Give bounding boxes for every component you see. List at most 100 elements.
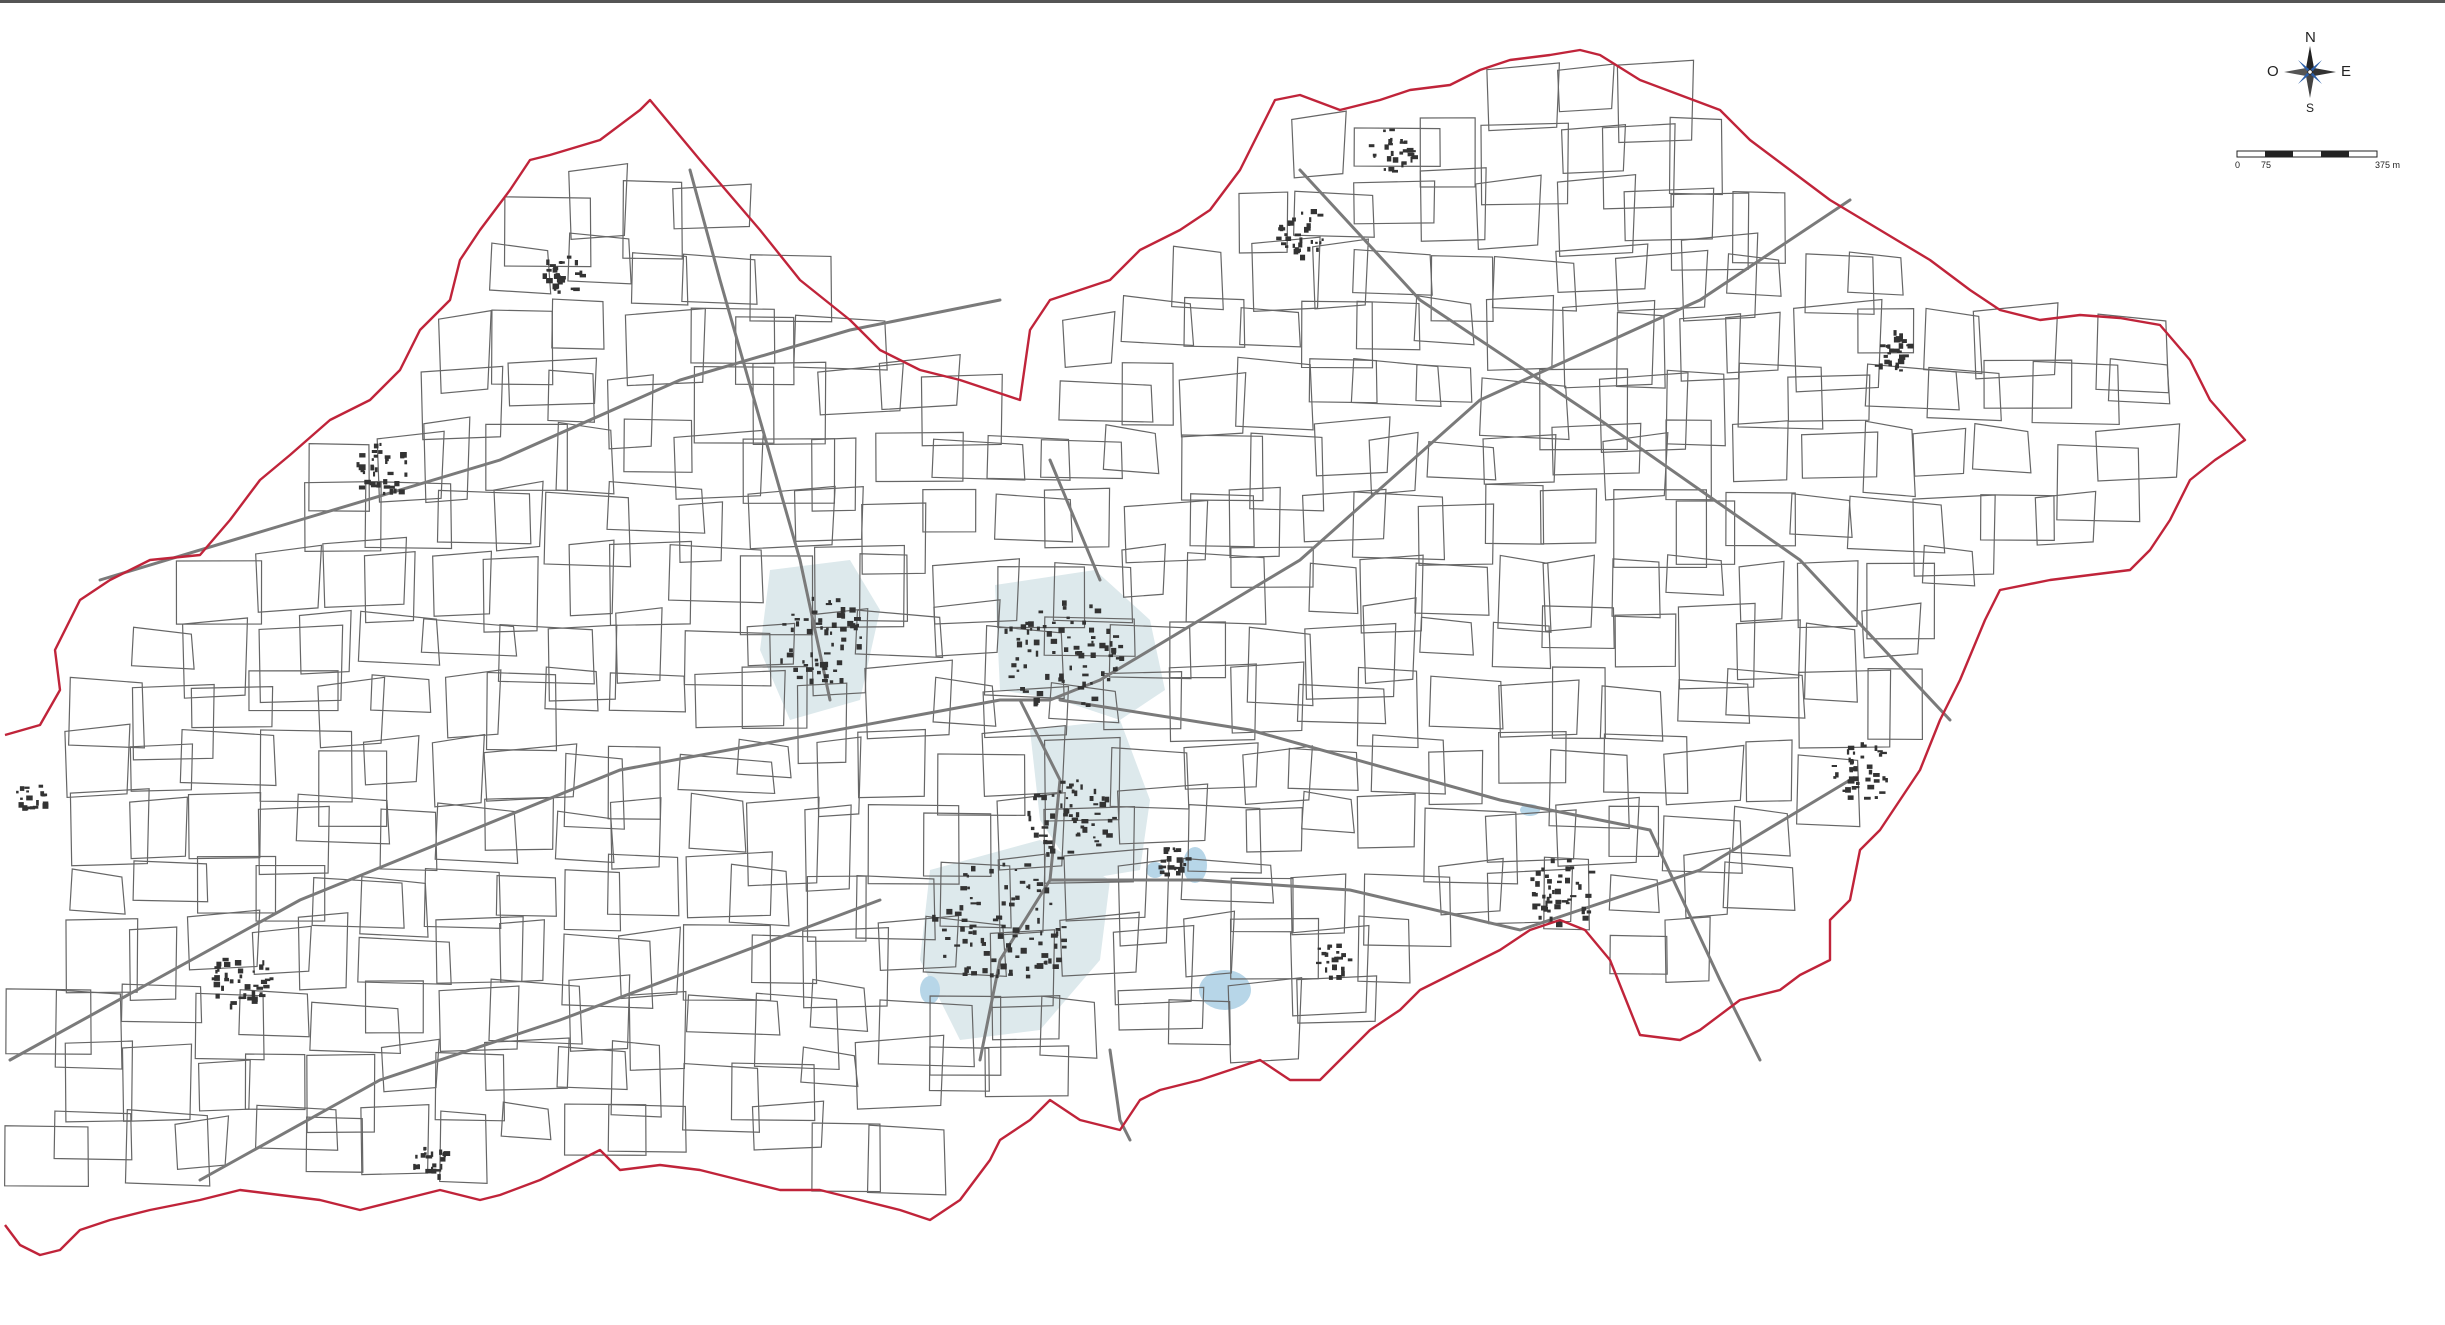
building [1874,745,1878,751]
building [1024,863,1032,867]
building [1855,786,1860,789]
field-parcel [1430,255,1494,323]
building [414,1164,420,1170]
field-parcel [1290,873,1347,936]
building [1874,364,1882,367]
field-parcel [1063,847,1149,922]
building [394,481,400,487]
building [1893,330,1897,336]
field-parcel [483,743,578,802]
building [1401,161,1407,165]
building [1060,803,1063,809]
field-parcel [811,1122,881,1193]
field-parcel [547,624,618,702]
field-parcel [1183,910,1236,978]
building [1081,702,1086,705]
field-parcel [2056,444,2141,523]
building [1044,820,1049,826]
building [393,488,397,494]
building [1407,152,1415,157]
building [969,897,973,900]
building [1893,349,1900,353]
building [252,970,255,973]
building [1851,786,1857,790]
building [1315,241,1318,244]
building [810,652,813,658]
building [1532,903,1538,910]
field-parcel [364,980,424,1034]
building [1368,144,1375,148]
field-parcel [877,915,960,972]
building [1091,823,1095,826]
building [972,930,977,935]
building [1011,897,1016,901]
building [1051,794,1055,797]
building [1074,790,1078,797]
building [1115,657,1120,660]
field-parcel [190,685,274,729]
building [1006,943,1011,948]
field-parcel [1301,488,1387,543]
scale-mid-label: 75 [2261,160,2272,170]
building [1565,902,1570,905]
building [1033,796,1037,801]
field-parcel [1787,374,1871,422]
field-parcel [997,853,1046,936]
building [425,1168,432,1174]
building [819,661,827,668]
field-parcel [1039,995,1098,1059]
field-parcel [488,242,552,295]
building [1043,961,1047,964]
building [1111,651,1116,655]
building [1565,877,1570,884]
building [1329,944,1333,948]
building [558,261,565,264]
building [1038,610,1044,614]
building [1025,924,1030,930]
building [1847,745,1855,751]
field-parcel [1362,597,1417,685]
building [1390,150,1394,156]
field-parcel [2107,358,2171,405]
field-parcel [1052,562,1134,624]
field-parcel [488,978,583,1045]
building [440,1163,443,1170]
field-parcel [811,437,857,512]
field-parcel [1189,493,1255,548]
building [853,624,858,631]
field-parcel [1289,924,1370,1017]
building [370,484,377,488]
field-parcel [1665,554,1725,596]
building [1885,778,1888,783]
building [1041,794,1047,801]
building [1373,155,1376,158]
field-parcel [1923,307,1983,375]
building [239,974,243,979]
building [579,270,583,276]
field-parcel [1972,302,2059,380]
building [830,631,833,635]
field-parcel [753,992,840,1071]
building [1046,852,1050,857]
building [1403,140,1408,144]
field-parcel [485,671,558,752]
building [224,977,229,982]
field-parcel [1357,915,1411,984]
building [1025,639,1028,645]
building [822,679,828,683]
building [256,986,263,990]
field-parcel [1485,294,1555,371]
field-parcel [563,1103,647,1156]
building [786,652,794,658]
field-parcel [311,876,405,929]
building [1075,651,1078,655]
building [263,984,270,989]
building [430,1151,434,1157]
building [1846,749,1850,755]
building [1008,973,1013,976]
field-parcel [608,672,687,713]
building [1301,211,1304,215]
field-parcel [1121,362,1174,426]
